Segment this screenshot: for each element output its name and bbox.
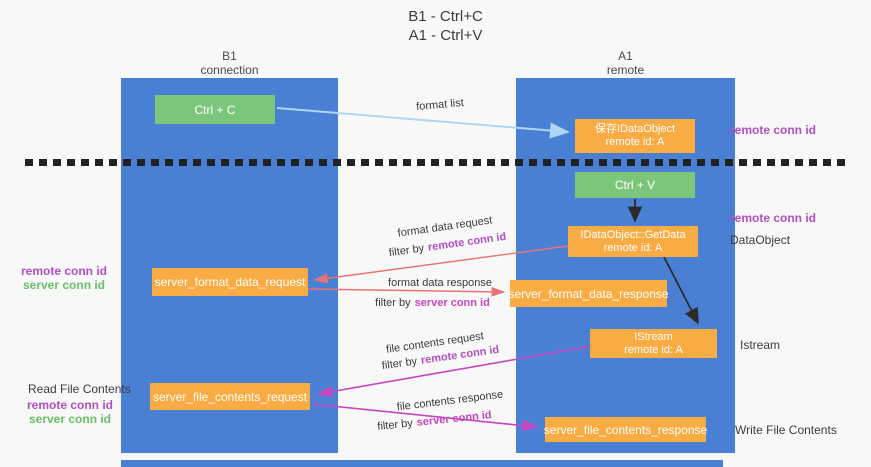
istream-box: IStream remote id: A xyxy=(590,329,717,358)
title-line-2: A1 - Ctrl+V xyxy=(408,27,483,44)
ctrl-c-box: Ctrl + C xyxy=(155,95,275,124)
left-remote-conn-id-top: remote conn id xyxy=(20,264,107,278)
left-server-conn-id-top: server conn id xyxy=(22,278,106,292)
server-file-contents-request-box: server_file_contents_request xyxy=(150,383,310,410)
ctrl-v-box: Ctrl + V xyxy=(575,172,695,198)
istream-side-label: Istream xyxy=(740,338,781,352)
title-line-1: B1 - Ctrl+C xyxy=(408,8,483,25)
left-column-role: connection xyxy=(200,63,259,77)
left-server-conn-id-bottom: server conn id xyxy=(28,412,112,426)
write-file-contents-label: Write File Contents xyxy=(735,423,837,437)
right-column-header: A1 remote xyxy=(516,49,735,77)
filter-by-text: filter by xyxy=(376,417,414,433)
server-format-data-response-box: server_format_data_response xyxy=(508,280,669,307)
server-file-contents-request-label: server_file_contents_request xyxy=(152,389,308,404)
bottom-strip xyxy=(121,460,723,467)
server-file-contents-response-label: server_file_contents_response xyxy=(543,422,708,437)
format-data-response-label: format data response xyxy=(388,277,492,289)
filter-by-text: filter by xyxy=(375,297,411,309)
right-column-name: A1 xyxy=(618,49,633,63)
format-list-label: format list xyxy=(415,96,465,114)
right-column-role: remote xyxy=(606,63,645,77)
server-conn-id-highlight: server conn id xyxy=(414,297,490,309)
istream-line1: IStream xyxy=(634,330,673,343)
server-conn-id-highlight: server conn id xyxy=(416,409,493,429)
left-conn-id-stack-bottom: remote conn id server conn id xyxy=(10,398,130,426)
server-format-data-request-label: server_format_data_request xyxy=(154,275,306,289)
dataobject-label: DataObject xyxy=(730,233,791,247)
save-dataobject-line1: 保存IDataObject xyxy=(594,123,676,135)
right-remote-conn-id-mid: remote conn id xyxy=(730,211,817,225)
getdata-line2: remote id: A xyxy=(603,241,663,254)
diagram-title: B1 - Ctrl+C A1 - Ctrl+V xyxy=(20,7,871,45)
server-file-contents-response-box: server_file_contents_response xyxy=(543,417,708,442)
remote-conn-id-highlight: remote conn id xyxy=(427,230,507,254)
left-column-name: B1 xyxy=(222,49,237,63)
filter-by-text: filter by xyxy=(381,355,418,373)
server-format-data-request-box: server_format_data_request xyxy=(152,268,308,296)
right-remote-conn-id-top: remote conn id xyxy=(730,123,817,137)
ctrl-c-label: Ctrl + C xyxy=(194,102,236,117)
server-format-data-response-label: server_format_data_response xyxy=(508,286,669,301)
ctrl-v-label: Ctrl + V xyxy=(614,178,656,192)
read-file-contents-label: Read File Contents xyxy=(28,382,131,396)
getdata-box: IDataObject::GetData remote id: A xyxy=(568,226,698,257)
filter-by-text: filter by xyxy=(388,242,425,260)
left-remote-conn-id-bottom: remote conn id xyxy=(26,398,113,412)
istream-line2: remote id: A xyxy=(624,343,683,356)
getdata-line1: IDataObject::GetData xyxy=(580,228,686,241)
left-conn-id-stack-top: remote conn id server conn id xyxy=(5,264,123,292)
save-dataobject-box: 保存IDataObject remote id: A xyxy=(575,119,695,153)
left-column-header: B1 connection xyxy=(121,49,338,77)
dashed-separator xyxy=(25,159,847,166)
save-dataobject-line2: remote id: A xyxy=(605,136,665,148)
